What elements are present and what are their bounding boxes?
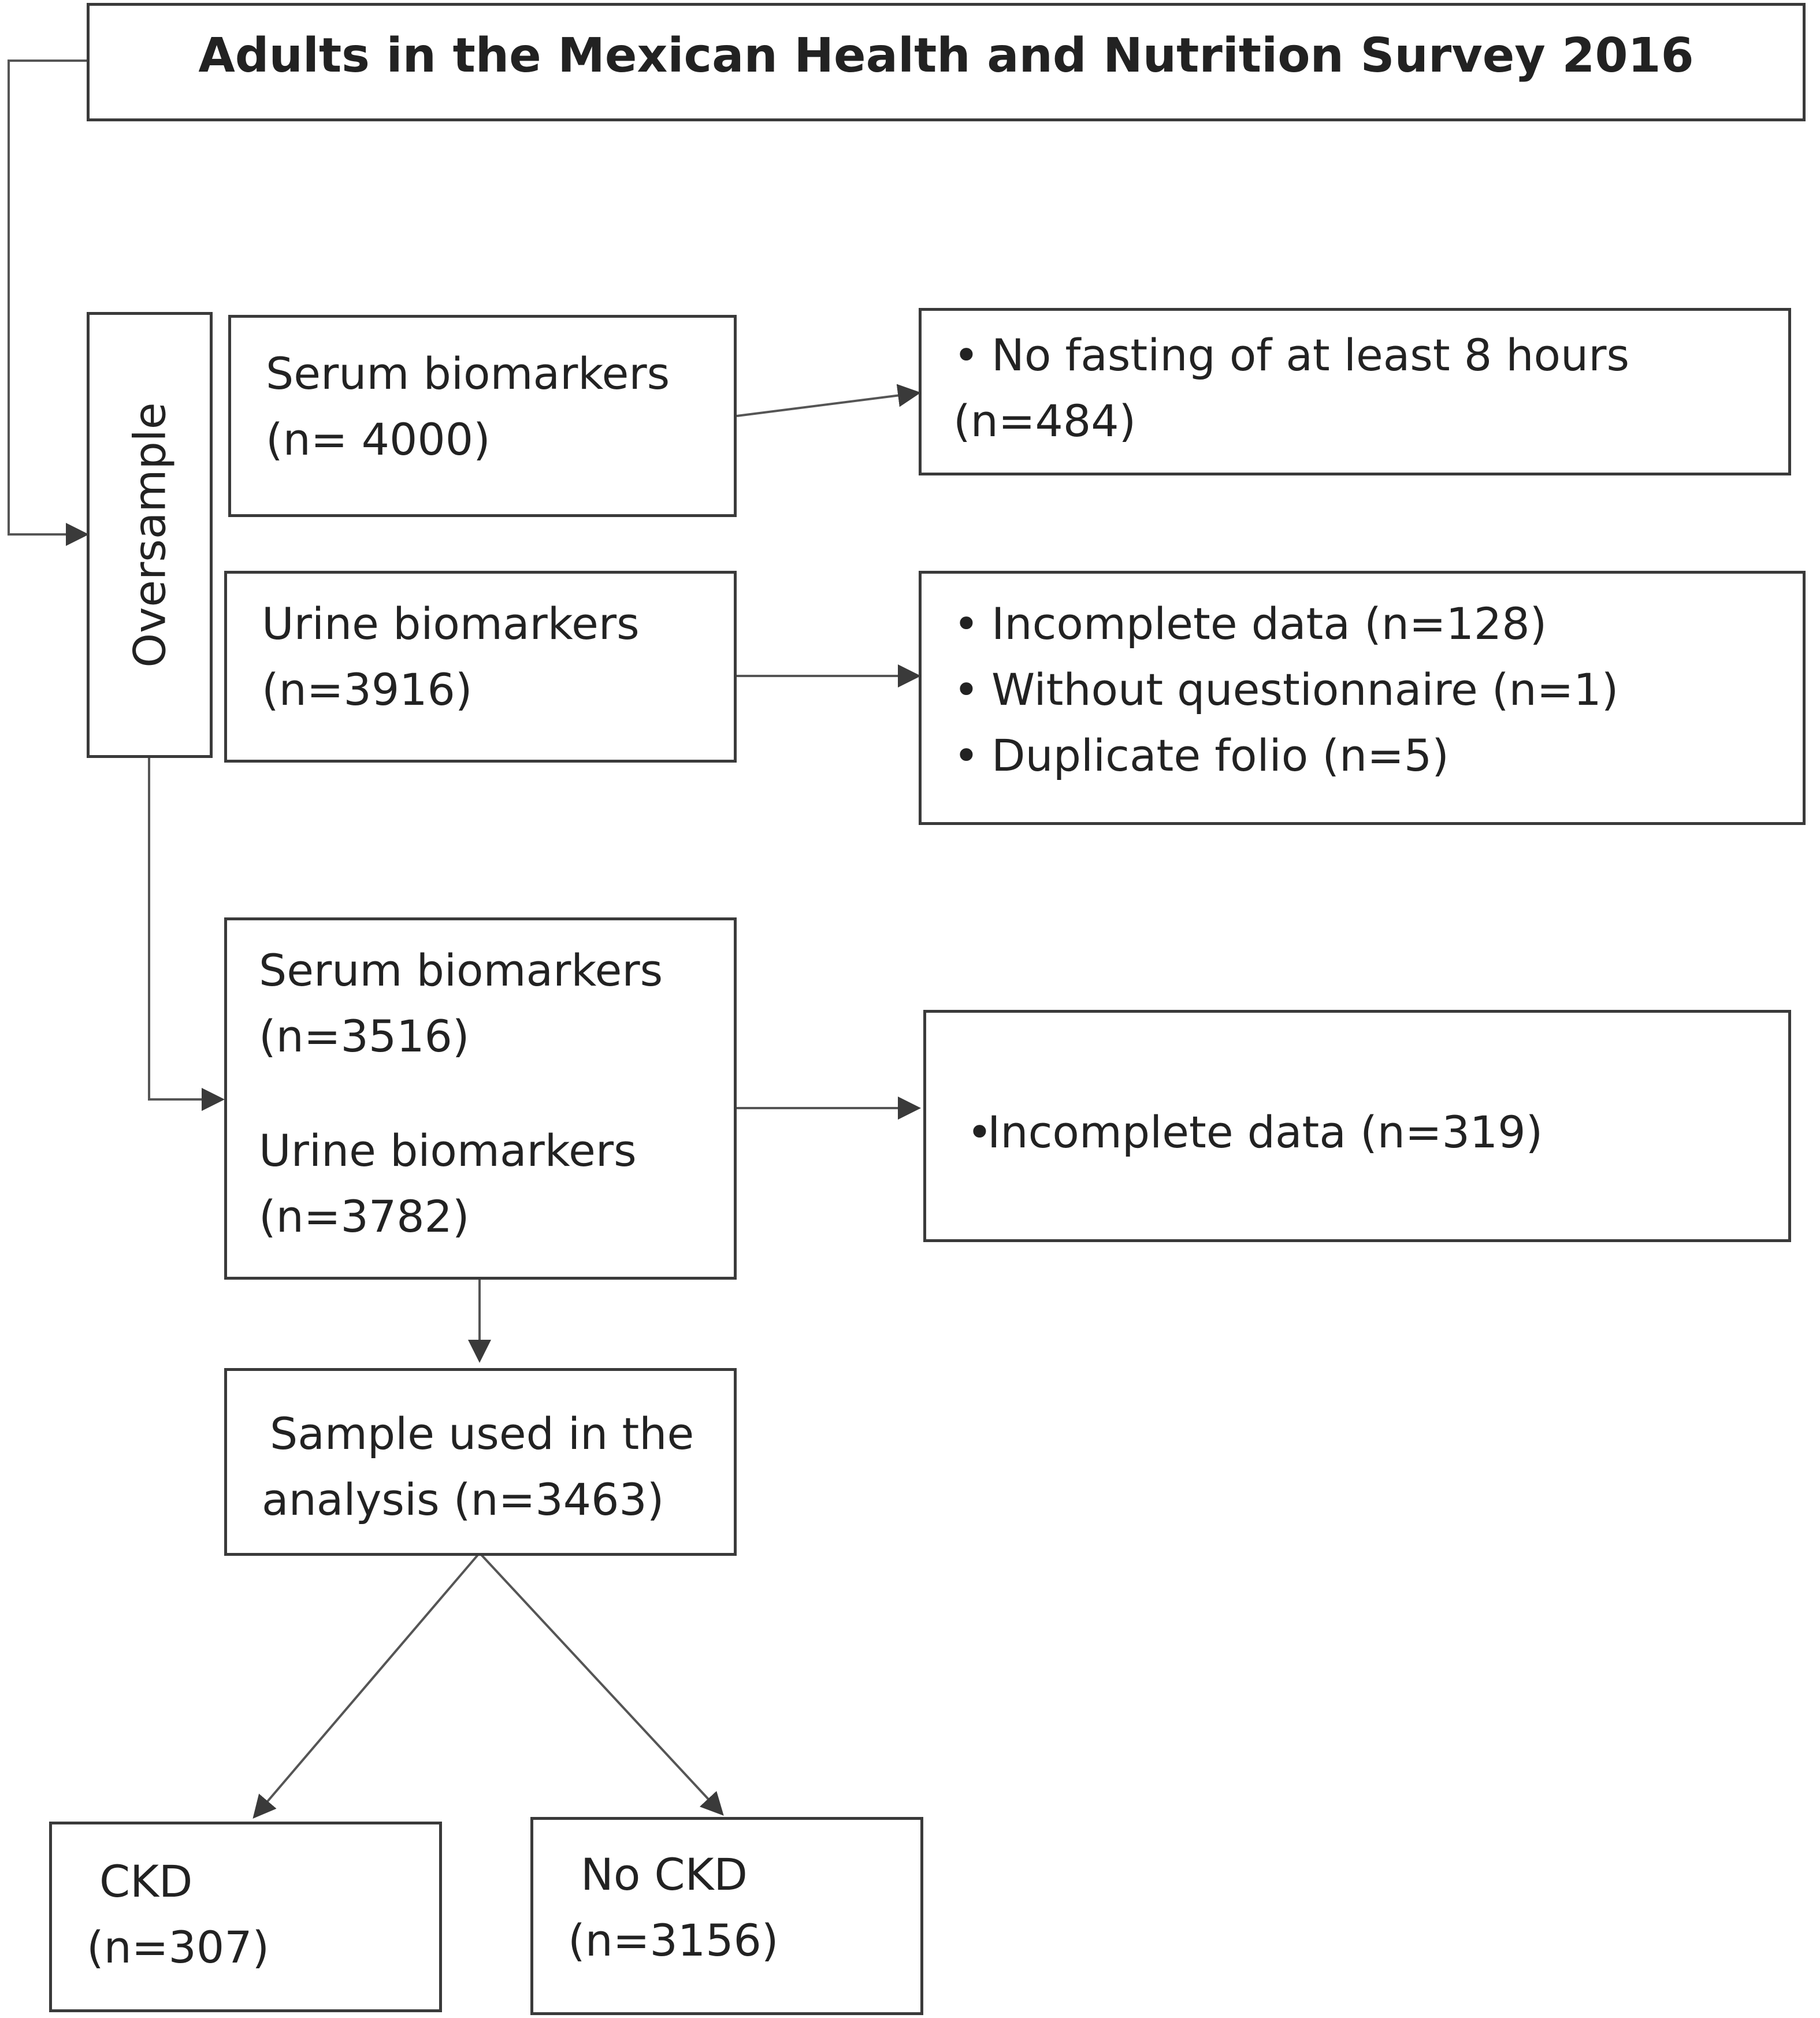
- diagram-title: Adults in the Mexican Health and Nutriti…: [198, 28, 1694, 83]
- combined-serum-count: (n=3516): [259, 1010, 470, 1062]
- duplicate-folio-item: Duplicate folio (n=5): [953, 723, 1803, 789]
- serum-to-exclusion-arrow: [736, 384, 921, 417]
- no-fasting-count: (n=484): [953, 395, 1136, 447]
- sample-to-ckd-arrow: [252, 1552, 481, 1819]
- combined-urine-count: (n=3782): [259, 1191, 470, 1242]
- urine-biomarkers-box: Urine biomarkers (n=3916): [224, 571, 737, 763]
- combined-urine-label: Urine biomarkers: [259, 1125, 637, 1176]
- serum-biomarkers-label: Serum biomarkers: [266, 348, 670, 399]
- combined-biomarkers-box: Serum biomarkers (n=3516) Urine biomarke…: [224, 917, 737, 1280]
- sample-to-no-ckd-arrow: [478, 1552, 724, 1816]
- title-box: Adults in the Mexican Health and Nutriti…: [87, 3, 1806, 121]
- sample-used-count: analysis (n=3463): [262, 1474, 664, 1525]
- no-ckd-box: No CKD (n=3156): [530, 1817, 923, 2015]
- serum-biomarkers-count: (n= 4000): [266, 414, 491, 465]
- no-ckd-count: (n=3156): [568, 1915, 779, 1966]
- urine-biomarkers-label: Urine biomarkers: [262, 598, 640, 649]
- without-questionnaire-item: Without questionnaire (n=1): [953, 657, 1803, 723]
- combined-exclusion-box: Incomplete data (n=319): [923, 1010, 1791, 1242]
- title-to-oversample-connector: [8, 60, 89, 546]
- sample-used-label: Sample used in the: [270, 1408, 694, 1459]
- serum-exclusion-box: No fasting of at least 8 hours (n=484): [919, 308, 1791, 475]
- combined-serum-label: Serum biomarkers: [259, 945, 663, 996]
- oversample-to-combined-connector: [148, 757, 225, 1111]
- serum-biomarkers-box: Serum biomarkers (n= 4000): [228, 315, 737, 517]
- ckd-box: CKD (n=307): [49, 1822, 442, 2012]
- no-ckd-label: No CKD: [581, 1849, 748, 1900]
- ckd-label: CKD: [99, 1856, 193, 1907]
- oversample-label: Oversample: [124, 402, 176, 668]
- urine-exclusion-box: Incomplete data (n=128) Without question…: [919, 571, 1806, 825]
- incomplete-data-item: Incomplete data (n=128): [953, 591, 1803, 657]
- sample-used-box: Sample used in the analysis (n=3463): [224, 1368, 737, 1556]
- urine-biomarkers-count: (n=3916): [262, 664, 473, 715]
- combined-incomplete-data-item: Incomplete data (n=319): [967, 1099, 1788, 1165]
- no-fasting-item: No fasting of at least 8 hours: [953, 322, 1788, 388]
- ckd-count: (n=307): [87, 1922, 270, 1973]
- oversample-box: Oversample: [87, 312, 213, 758]
